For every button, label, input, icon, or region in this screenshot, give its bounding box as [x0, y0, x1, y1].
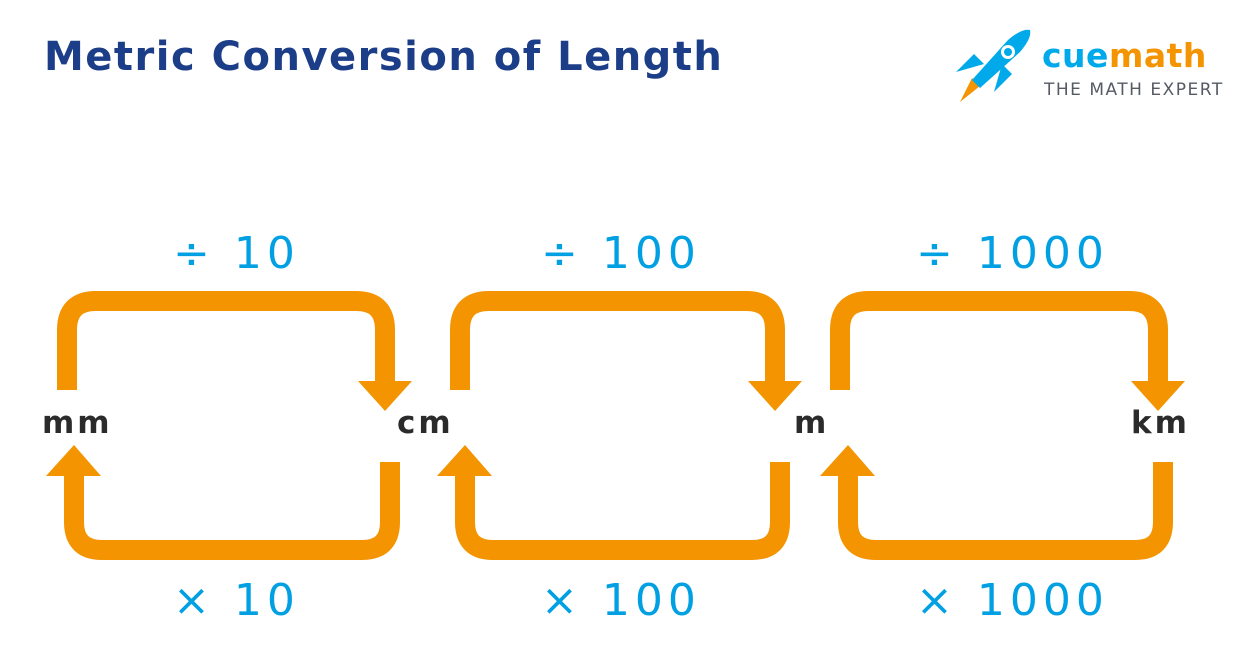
arrowhead-up-m: [820, 445, 875, 476]
page-title: Metric Conversion of Length: [44, 34, 724, 80]
multiply-arrow-cm-mm: [64, 462, 400, 560]
multiply-arrow-km-m: [838, 462, 1173, 560]
multiply-label-m-cm: × 100: [541, 575, 701, 626]
arrowhead-down-km: [1131, 381, 1185, 411]
divide-label-m-km: ÷ 1000: [916, 228, 1109, 279]
logo-word-cue: cue: [1042, 36, 1109, 75]
logo-wordmark: cuemath: [1042, 36, 1207, 75]
logo-word-math: math: [1108, 36, 1207, 75]
arrowhead-down-cm: [358, 381, 412, 411]
divide-arrow-mm-cm: [57, 291, 395, 390]
divide-label-mm-cm: ÷ 10: [173, 228, 300, 279]
rocket-icon: [956, 29, 1031, 102]
multiply-label-km-m: × 1000: [916, 575, 1109, 626]
unit-m: m: [794, 405, 830, 441]
arrowhead-down-m: [748, 381, 802, 411]
divide-label-cm-m: ÷ 100: [541, 228, 701, 279]
arrowhead-up-mm: [46, 445, 101, 476]
multiply-label-cm-mm: × 10: [173, 575, 300, 626]
unit-cm: cm: [397, 405, 454, 441]
arrowhead-up-cm: [437, 445, 492, 476]
logo-tagline: THE MATH EXPERT: [1044, 80, 1224, 100]
cuemath-logo: cuemath THE MATH EXPERT: [950, 28, 1230, 108]
divide-arrow-cm-m: [450, 291, 785, 390]
unit-km: km: [1131, 405, 1190, 441]
divide-arrow-m-km: [830, 291, 1168, 390]
multiply-arrow-m-cm: [455, 462, 790, 560]
unit-mm: mm: [42, 405, 113, 441]
